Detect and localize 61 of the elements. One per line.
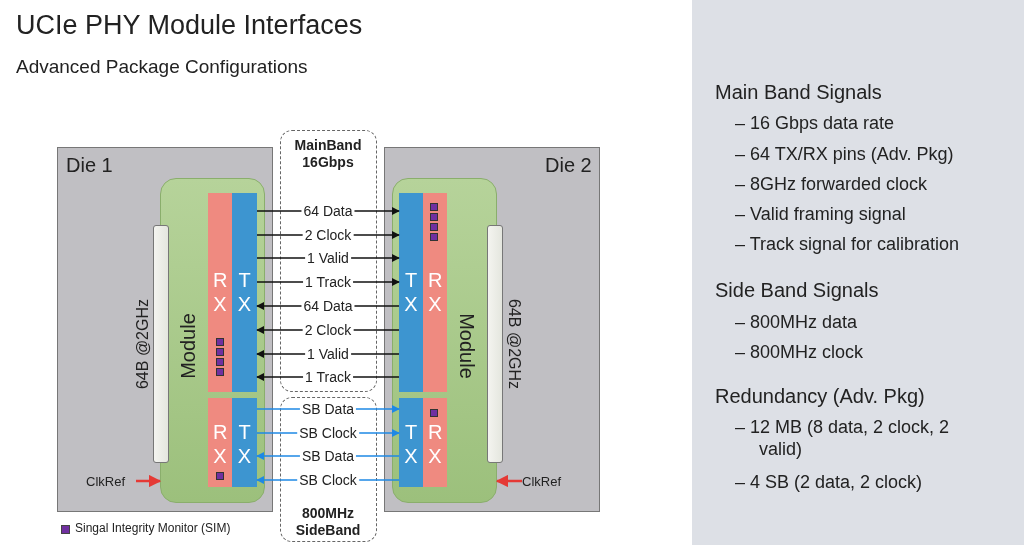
edge-label: 1 Track [303,369,353,385]
edge-label: 1 Valid [305,346,351,362]
strip-label: T X [404,420,418,468]
section-heading: Main Band Signals [715,81,882,104]
strip-label: R X [213,268,227,316]
tx-strip [232,398,257,487]
bullet-item: – 800MHz data [735,311,859,333]
bullet-item: – Valid framing signal [735,203,907,225]
bullet-item: – 8GHz forwarded clock [735,173,929,195]
title: UCIe PHY Module Interfaces [16,10,363,41]
rate-label: 64B @2GHz [505,298,523,390]
edge-label: 64 Data [301,203,355,219]
strip-label: R X [213,420,227,468]
tx-strip [232,193,257,392]
module-block [392,178,497,503]
die-label: Die 2 [545,154,592,177]
bullet-item: – Track signal for calibration [735,233,961,255]
arrow [495,474,522,488]
bullet-item: – 800MHz clock [735,341,865,363]
bullet-item: – 4 SB (2 data, 2 clock) [735,471,924,493]
module-block [160,178,265,503]
die-panel [384,147,600,512]
strip-label: R X [428,420,442,468]
buffer-bar [487,225,503,463]
section-heading: Side Band Signals [715,279,879,302]
tx-strip [399,398,423,487]
buffer-bar [153,225,169,463]
edge-label: SB Data [299,448,357,464]
bullet-item: – 16 Gbps data rate [735,112,896,134]
bullet-item: – 64 TX/RX pins (Adv. Pkg) [735,143,955,165]
signal-label: ClkRef [86,474,125,489]
strip-label: T X [237,268,252,316]
rx-strip [423,193,447,392]
edge-label: SB Data [299,401,357,417]
section-heading: Redundancy (Adv. Pkg) [715,385,925,408]
strip-label: T X [404,268,418,316]
signal-label: ClkRef [522,474,561,489]
die-label: Die 1 [66,154,113,177]
strip-label: R X [428,268,442,316]
band-heading: MainBand 16Gbps [293,137,363,171]
arrow [136,474,162,488]
tx-strip [399,193,423,392]
strip-label: T X [237,420,252,468]
module-label: Module [454,313,478,379]
subtitle: Advanced Package Configurations [16,56,308,78]
module-label: Module [176,313,200,379]
legend-text: Singal Integrity Monitor (SIM) [75,521,231,535]
rx-strip [423,398,447,487]
rx-strip [208,398,232,487]
edge-label: SB Clock [297,425,359,441]
edge-label: SB Clock [297,472,359,488]
edge-label: 1 Track [303,274,353,290]
die-panel [57,147,273,512]
band-heading: 800MHz SideBand [294,505,362,539]
edge-label: 2 Clock [302,227,354,243]
edge-label: 64 Data [301,298,355,314]
edge-label: 1 Valid [305,250,351,266]
edge-label: 2 Clock [302,322,354,338]
bullet-item: – 12 MB (8 data, 2 clock, 2 valid) [735,416,951,460]
rx-strip [208,193,232,392]
rate-label: 64B @2GHz [134,298,152,390]
